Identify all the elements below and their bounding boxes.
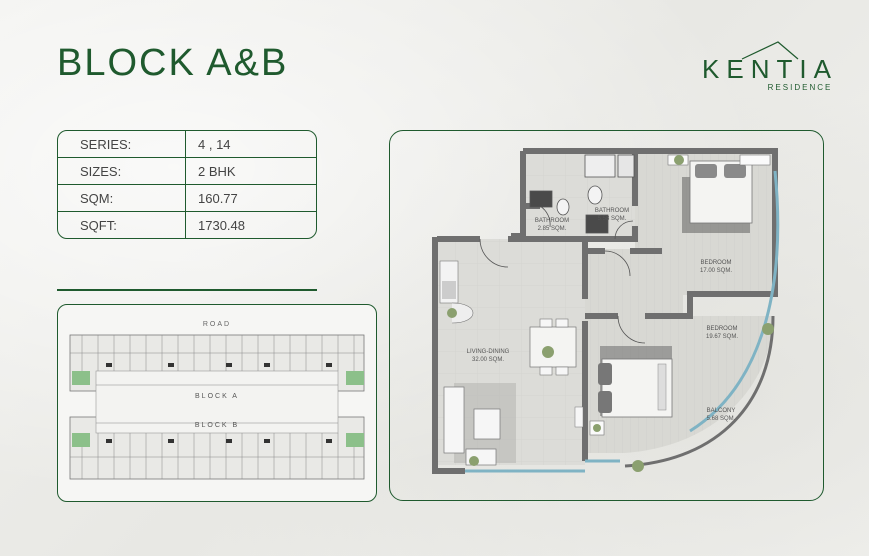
bedroom-2-furniture [589,323,774,472]
glazing [465,170,780,473]
spec-value: 4 , 14 [186,131,316,158]
brand-subtitle: RESIDENCE [767,83,833,92]
roof-icon [741,41,799,60]
key-plan-drawing: ROAD BLOCK A B [69,321,365,480]
room-labels: BATHROOM 2.85 SQM. BATHROOM 5.58 SQM. BE… [467,208,739,422]
brand-logo: KENTIA RESIDENCE [690,40,850,92]
room-name: BALCONY [707,408,736,414]
block-b-label: BLOCK B [195,422,239,429]
room-area: 19.67 SQM. [706,334,738,340]
courtyard [95,370,339,434]
spec-row-sqft: SQFT: 1730.48 [58,212,316,238]
key-plan: ROAD BLOCK A B [57,304,377,502]
spec-label: SIZES: [58,158,186,185]
page-title: BLOCK A&B [57,42,289,84]
spec-label: SQFT: [58,212,186,238]
room-area: 5.58 SQM. [598,216,627,222]
block-a-units [70,335,364,386]
room-name: BEDROOM [706,326,737,332]
spec-label: SQM: [58,185,186,212]
spec-row-sizes: SIZES: 2 BHK [58,158,316,185]
spec-value: 1730.48 [198,217,245,233]
block-a-label: BLOCK A [195,393,239,400]
road-label: ROAD [203,321,231,328]
spec-label: SERIES: [58,131,186,158]
unit-markers [106,363,332,443]
floor-plan-drawing: BATHROOM 2.85 SQM. BATHROOM 5.58 SQM. BE… [432,148,780,474]
spec-value: 2 BHK [186,158,316,185]
room-name: BEDROOM [700,260,731,266]
spec-value: 160.77 [186,185,316,212]
room-area: 32.00 SQM. [472,357,504,363]
spec-row-sqm: SQM: 160.77 [58,185,316,212]
bathroom-fixtures [529,154,635,234]
floor-plan: BATHROOM 2.85 SQM. BATHROOM 5.58 SQM. BE… [389,130,824,501]
room-name: LIVING-DINING [467,349,510,355]
spec-table: SERIES: 4 , 14 SIZES: 2 BHK SQM: 160.77 … [57,130,317,239]
door-swings [479,205,646,344]
spec-row-series: SERIES: 4 , 14 [58,131,316,158]
selected-units [72,371,364,447]
balcony-edge [624,315,775,468]
divider-line [57,289,317,291]
room-name: BATHROOM [595,208,629,214]
living-dining-furniture [439,260,584,466]
room-area: 5.68 SQM. [707,416,736,422]
brand-name: KENTIA [702,54,838,84]
block-b-units [70,422,364,479]
walls [432,148,778,474]
bedroom-1-furniture [667,154,771,233]
room-name: BATHROOM [535,218,569,224]
room-area: 17.00 SQM. [700,268,732,274]
room-area: 2.85 SQM. [538,226,567,232]
